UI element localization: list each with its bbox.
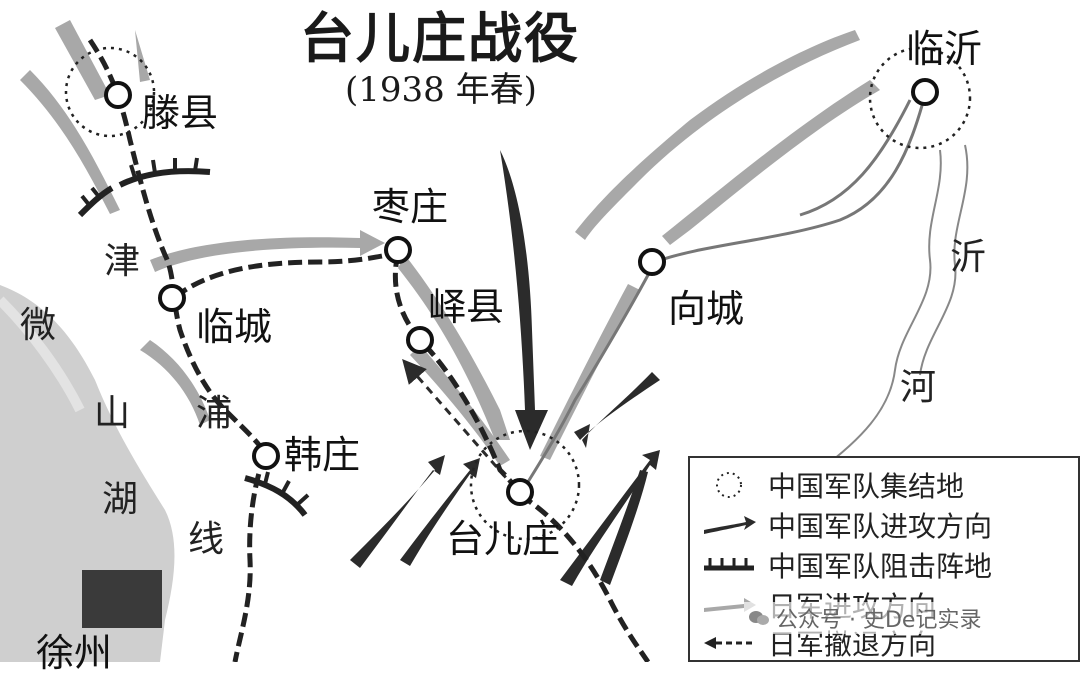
xuzhou-marker bbox=[82, 570, 162, 628]
legend-label: 中国军队集结地 bbox=[768, 470, 965, 503]
chinese-attack-arrows bbox=[350, 150, 660, 586]
rail-char-3: 线 bbox=[188, 519, 225, 560]
legend-item: 中国军队进攻方向 bbox=[698, 508, 993, 543]
label-tengxian: 滕县 bbox=[142, 91, 219, 135]
label-xiangcheng: 向城 bbox=[668, 287, 745, 331]
label-zaozhuang: 枣庄 bbox=[372, 185, 449, 229]
dark-arrow-icon bbox=[704, 516, 756, 534]
watermark-text: 公众号 · 史De记实录 bbox=[776, 608, 982, 633]
weishan-lake bbox=[0, 285, 175, 662]
river-char-2: 河 bbox=[900, 367, 937, 408]
label-hanzhuang: 韩庄 bbox=[284, 433, 361, 477]
dotted-circle-icon bbox=[716, 472, 742, 498]
railways bbox=[87, 38, 651, 662]
legend-label: 中国军队进攻方向 bbox=[768, 510, 993, 543]
label-linyi: 临沂 bbox=[906, 27, 983, 71]
city-nodes bbox=[104, 78, 939, 506]
watermark: 公众号 · 史De记实录 bbox=[744, 602, 986, 634]
legend-label: 中国军队阻击阵地 bbox=[768, 550, 993, 583]
defense-line-icon bbox=[704, 558, 754, 571]
dashed-arrow-icon bbox=[704, 637, 756, 649]
gray-arrow-icon bbox=[704, 598, 756, 612]
yi-river bbox=[819, 149, 942, 471]
river-char-1: 沂 bbox=[950, 237, 987, 278]
label-xuzhou: 徐州 bbox=[36, 631, 113, 675]
rail-char-2: 浦 bbox=[196, 393, 233, 434]
defense-lines bbox=[77, 168, 308, 517]
japanese-retreat-path bbox=[402, 358, 517, 489]
label-yixian: 峄县 bbox=[428, 285, 505, 329]
label-lincheng: 临城 bbox=[196, 305, 273, 349]
lake-char-2: 山 bbox=[94, 393, 131, 434]
map-subtitle: (1938 年春) bbox=[345, 70, 537, 110]
rally-circles bbox=[64, 46, 972, 541]
lake-char-1: 微 bbox=[20, 305, 57, 346]
legend-item: 中国军队集结地 bbox=[698, 468, 965, 503]
lake-char-3: 湖 bbox=[102, 479, 139, 520]
legend-item: 中国军队阻击阵地 bbox=[698, 548, 993, 583]
map-title: 台儿庄战役 bbox=[300, 7, 580, 70]
label-taierzhuang: 台儿庄 bbox=[446, 517, 561, 561]
wechat-icon bbox=[749, 611, 769, 625]
rail-char-1: 津 bbox=[104, 241, 141, 282]
